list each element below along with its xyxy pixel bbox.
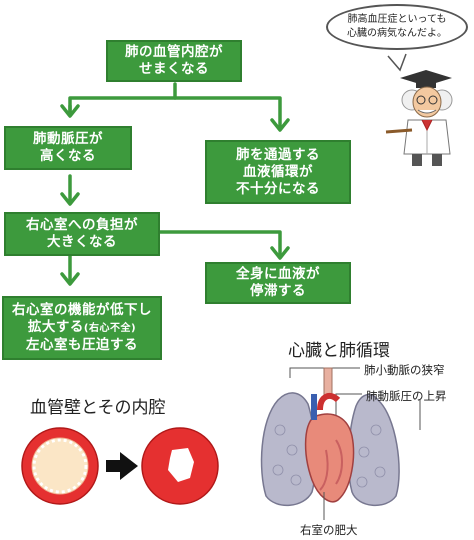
vessel-comparison [21, 427, 219, 505]
flow-box-text: 全身に血液が [236, 266, 320, 282]
label-pulmonary-arteriole-stenosis: 肺小動脈の狭窄 [364, 363, 445, 377]
vessel-narrowed-icon [141, 427, 219, 505]
flow-box-text: 拡大する [27, 319, 84, 335]
flow-box-text-row: 拡大する(右心不全) [28, 319, 136, 337]
arrow-down-icon [270, 246, 290, 260]
flow-box-note: (右心不全) [83, 323, 137, 334]
flow-box-text: 高くなる [40, 148, 96, 164]
vessel-normal-icon [21, 427, 99, 505]
flow-box-right-ventricle-burden: 右心室への負担が 大きくなる [4, 212, 160, 256]
flow-box-text: せまくなる [139, 61, 209, 77]
speech-bubble-text: 心臓の病気なんだよ。 [347, 28, 447, 39]
flow-box-narrowing: 肺の血管内腔が せまくなる [106, 40, 242, 82]
label-right-ventricle-hypertrophy: 右室の肥大 [300, 523, 358, 537]
flow-box-insufficient-circulation: 肺を通過する 血液循環が 不十分になる [205, 140, 351, 204]
flow-box-text: 右心室の機能が低下し [12, 302, 152, 318]
flow-box-text: 肺を通過する [236, 146, 320, 163]
flow-box-text: 不十分になる [236, 180, 320, 197]
label-pulmonary-pressure-rise: 肺動脈圧の上昇 [366, 389, 447, 403]
arrow-right-icon [106, 452, 138, 480]
connector-top-left [68, 82, 177, 116]
flow-box-text: 血液循環が [243, 163, 313, 180]
speech-bubble: 肺高血圧症といっても 心臓の病気なんだよ。 [326, 4, 468, 50]
arrow-down-icon [60, 192, 80, 206]
flow-box-right-heart-failure: 右心室の機能が低下し 拡大する(右心不全) 左心室も圧迫する [2, 296, 162, 360]
arrow-down-icon [60, 272, 80, 286]
doctor-illustration [385, 53, 453, 166]
flow-box-text: 肺動脈圧が [33, 131, 103, 147]
vessel-section-title: 血管壁とその内腔 [30, 398, 166, 418]
flow-box-text: 左心室も圧迫する [26, 337, 138, 353]
speech-bubble-text: 肺高血圧症といっても [347, 14, 447, 25]
flow-box-text: 大きくなる [47, 234, 117, 250]
arrow-down-icon [60, 104, 80, 118]
flow-box-pulmonary-pressure: 肺動脈圧が 高くなる [4, 126, 132, 170]
flow-box-text: 停滞する [250, 283, 306, 299]
flow-box-blood-stagnation: 全身に血液が 停滞する [205, 262, 351, 304]
flow-box-text: 右心室への負担が [26, 217, 138, 233]
arrow-down-icon [270, 118, 290, 132]
flow-box-text: 肺の血管内腔が [125, 44, 223, 60]
heart-section-title: 心臓と肺循環 [288, 341, 390, 361]
heart-lung-illustration [260, 367, 421, 520]
